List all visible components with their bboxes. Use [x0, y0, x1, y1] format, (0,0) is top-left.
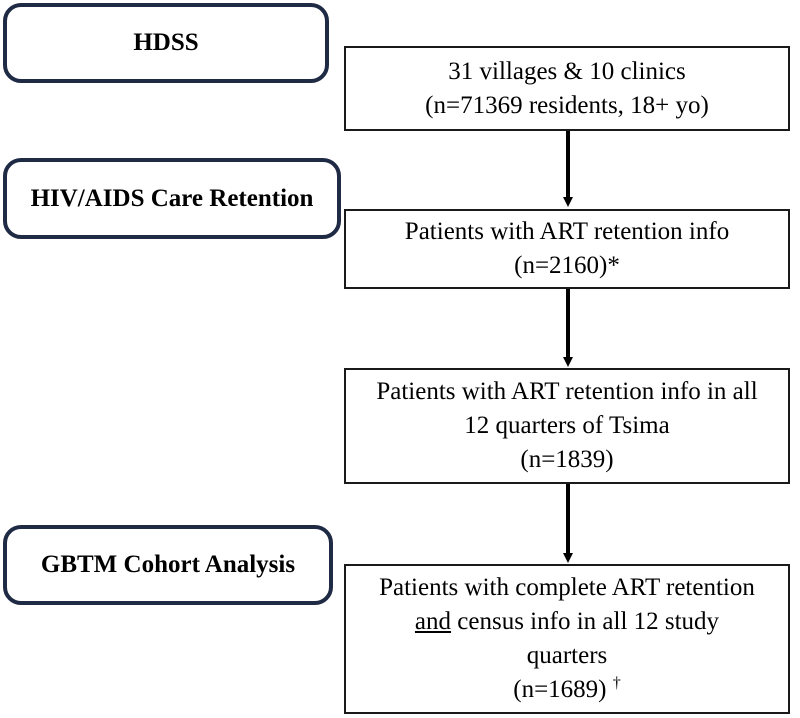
step-box-villages-clinics-line2: (n=71369 residents, 18+ yo) [425, 91, 709, 119]
step-box-all-quarters-tsima-line3: (n=1839) [520, 446, 614, 473]
stage-label-gbtm: GBTM Cohort Analysis [3, 525, 333, 605]
step-box-complete-census-line2: and census info in all 12 study [415, 605, 719, 639]
dagger-mark: † [612, 674, 621, 692]
step-box-villages-clinics-line1: 31 villages & 10 clinics [448, 57, 686, 85]
step-box-all-quarters-tsima-line2: 12 quarters of Tsima [464, 412, 670, 439]
step-box-art-retention: Patients with ART retention info (n=2160… [344, 209, 790, 289]
stage-label-care-retention: HIV/AIDS Care Retention [3, 158, 341, 239]
step-box-complete-census-line1: Patients with complete ART retention [379, 574, 755, 601]
step-box-all-quarters-tsima-line1: Patients with ART retention info in all [376, 378, 758, 405]
step-box-art-retention-line1: Patients with ART retention info [404, 218, 730, 245]
underlined-and: and [414, 608, 452, 635]
step-box-complete-census-line4: (n=1689) † [513, 673, 621, 707]
stage-label-care-retention-text: HIV/AIDS Care Retention [30, 184, 314, 212]
count-text: (n=1689) [513, 676, 613, 703]
step-box-villages-clinics: 31 villages & 10 clinics (n=71369 reside… [344, 46, 790, 131]
stage-label-hdss: HDSS [3, 3, 329, 83]
stage-label-hdss-text: HDSS [133, 29, 199, 56]
step-box-complete-census-line3: quarters [526, 642, 608, 669]
line2-rest: census info in all 12 study [451, 608, 720, 635]
step-box-art-retention-line2: (n=2160)* [514, 252, 620, 279]
step-box-all-quarters-tsima: Patients with ART retention info in all … [344, 368, 790, 484]
stage-label-gbtm-text: GBTM Cohort Analysis [40, 551, 296, 578]
step-box-complete-census: Patients with complete ART retention and… [344, 564, 790, 714]
